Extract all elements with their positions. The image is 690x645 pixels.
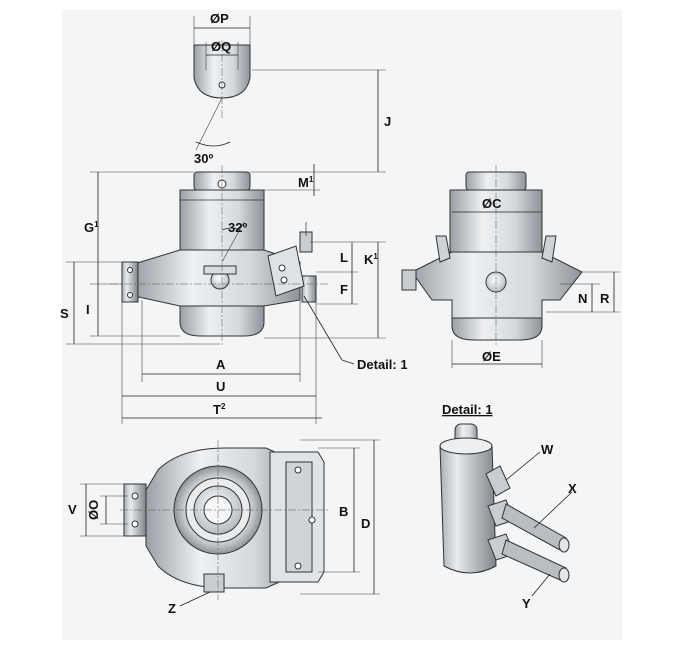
front-view xyxy=(66,69,386,424)
label-L: L xyxy=(340,250,348,265)
label-T: T2 xyxy=(213,402,226,417)
detail-reference: Detail: 1 xyxy=(357,357,408,372)
side-view xyxy=(401,165,620,368)
label-V: V xyxy=(68,502,77,517)
label-U: U xyxy=(216,379,225,394)
label-I: I xyxy=(86,302,90,317)
label-M: M1 xyxy=(298,175,314,190)
label-W: W xyxy=(541,442,554,457)
plan-view xyxy=(80,439,380,607)
label-E: ØE xyxy=(482,349,501,364)
label-angle-32: 32º xyxy=(228,220,247,235)
label-P: ØP xyxy=(210,11,229,26)
label-Q: ØQ xyxy=(211,39,231,54)
label-angle-30: 30º xyxy=(194,151,213,166)
label-A: A xyxy=(216,357,226,372)
label-R: R xyxy=(600,291,610,306)
label-K: K1 xyxy=(364,252,378,267)
label-J: J xyxy=(384,114,391,129)
label-B: B xyxy=(339,504,348,519)
label-F: F xyxy=(340,282,348,297)
label-Z: Z xyxy=(168,601,176,616)
label-X: X xyxy=(568,481,577,496)
label-D: D xyxy=(361,516,370,531)
label-G: G1 xyxy=(84,220,99,235)
top-flange-view xyxy=(193,16,251,151)
label-N: N xyxy=(578,291,587,306)
label-S: S xyxy=(60,306,69,321)
label-O: ØO xyxy=(86,500,101,520)
label-Y: Y xyxy=(522,596,531,611)
label-C: ØC xyxy=(482,196,502,211)
detail-view xyxy=(439,423,573,597)
detail-title: Detail: 1 xyxy=(442,402,493,417)
